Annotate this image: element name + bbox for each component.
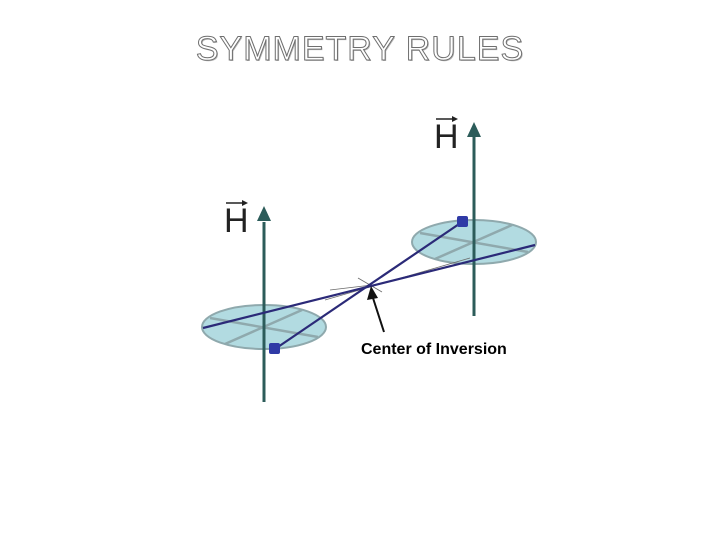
atom-top-right (457, 216, 468, 227)
vector-arrow-icon-left (226, 200, 248, 206)
pointer-arrowhead (367, 286, 378, 300)
slide-title: SYMMETRY RULES (195, 30, 525, 69)
vector-arrow-icon-right (436, 116, 458, 122)
right-axis-arrowhead (467, 122, 481, 137)
bond-left-right-axis (202, 243, 536, 330)
field-label-h-left: H (224, 202, 249, 240)
inversion-bonds (202, 221, 536, 350)
atom-bottom-left (269, 343, 280, 354)
center-of-inversion-label: Center of Inversion (361, 341, 507, 358)
left-axis-arrowhead (257, 206, 271, 221)
left-field-axis (257, 206, 271, 402)
right-field-axis (467, 122, 481, 316)
field-label-h-right: H (434, 118, 459, 156)
center-pointer-arrow (367, 286, 385, 333)
